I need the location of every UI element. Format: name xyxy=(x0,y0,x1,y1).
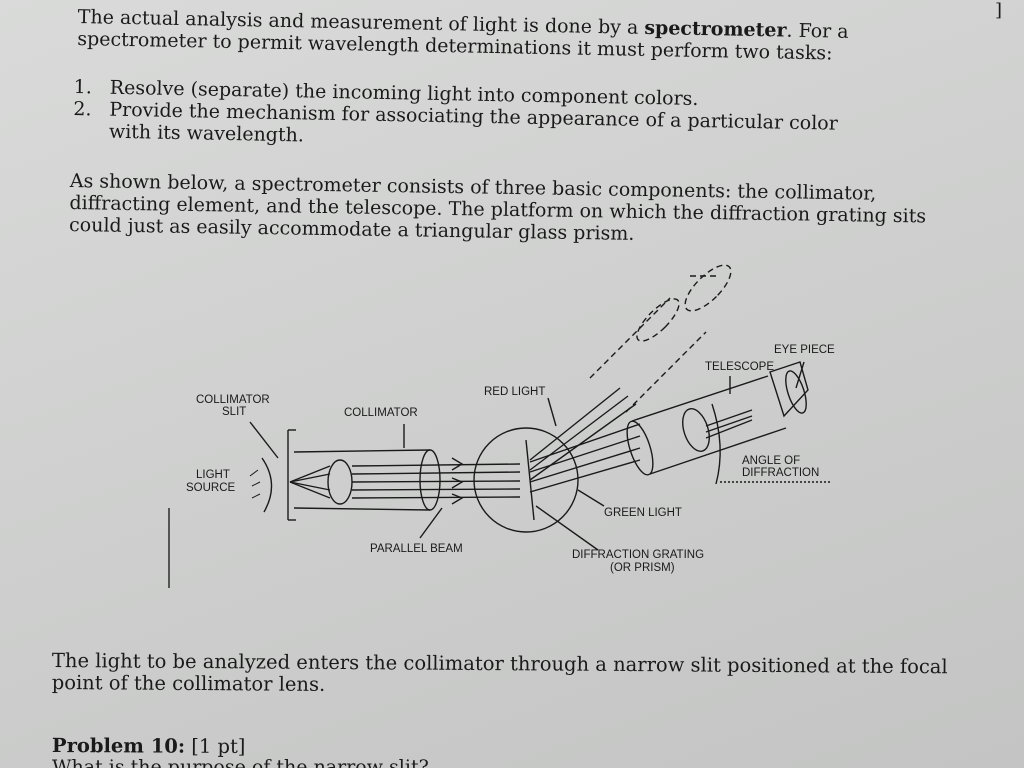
problem-label: Problem 10: xyxy=(51,734,186,758)
label-green-light: GREEN LIGHT xyxy=(604,507,682,519)
label-diffraction-grating: DIFFRACTION GRATING xyxy=(572,549,704,561)
label-or-prism: (OR PRISM) xyxy=(610,562,675,574)
label-telescope: TELESCOPE xyxy=(705,361,774,373)
label-collimator-slit: COLLIMATOR xyxy=(196,394,270,406)
label-collimator: COLLIMATOR xyxy=(344,407,418,419)
corner-mark: ] xyxy=(994,0,1002,21)
label-collimator-slit-2: SLIT xyxy=(222,406,246,418)
label-diffraction: DIFFRACTION xyxy=(742,467,819,479)
label-light-source: LIGHT xyxy=(196,469,230,481)
label-angle-of: ANGLE OF xyxy=(742,455,800,467)
margin-line xyxy=(168,508,170,588)
problem-heading: Problem 10: [1 pt] xyxy=(52,734,246,758)
telescope-solid xyxy=(626,361,809,476)
label-red-light: RED LIGHT xyxy=(484,386,545,398)
label-eye-piece: EYE PIECE xyxy=(774,344,835,356)
collimator-lens xyxy=(327,459,353,505)
light-source-icon xyxy=(261,457,273,513)
slit-paragraph: The light to be analyzed enters the coll… xyxy=(51,649,948,696)
label-parallel-beam: PARALLEL BEAM xyxy=(370,543,463,555)
problem-points: [1 pt] xyxy=(191,734,246,759)
collimator-tube xyxy=(293,449,431,453)
telescope-dashed xyxy=(589,264,732,413)
label-light-source-2: SOURCE xyxy=(186,482,236,494)
parallel-beam xyxy=(351,463,521,467)
grating-platform xyxy=(473,427,579,533)
problem-question-cutoff: What is the purpose of the narrow slit? xyxy=(52,756,429,768)
